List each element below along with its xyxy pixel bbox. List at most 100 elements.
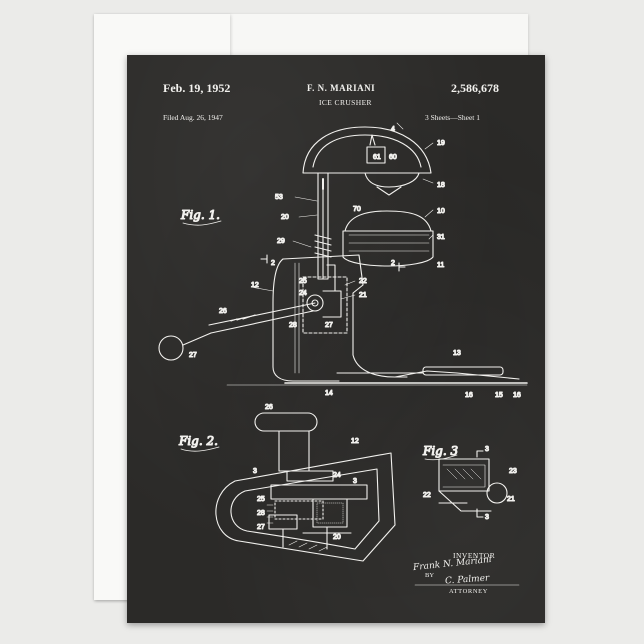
knob-cap (254, 412, 318, 432)
ref-12b: 12 (351, 438, 359, 445)
body-right (282, 254, 408, 378)
handle-arm-lower (210, 310, 314, 334)
ref-21: 21 (359, 292, 367, 299)
fig3-housing (438, 458, 490, 492)
body-left (272, 258, 340, 382)
ref-70: 70 (353, 206, 361, 213)
fig3-hatch (446, 468, 482, 480)
patent-title: ICE CRUSHER (319, 98, 372, 107)
figure-3 (438, 450, 508, 518)
figure-2 (215, 412, 396, 562)
hopper-hatch (348, 234, 430, 252)
internal-rods (282, 526, 352, 550)
inventor-name: F. N. MARIANI (307, 83, 376, 93)
ref-2a: 2 (271, 260, 275, 267)
spring-teeth (266, 504, 274, 524)
ref-27c: 27 (257, 524, 265, 531)
hopper-top (344, 210, 432, 232)
ref-16b: 16 (513, 392, 521, 399)
handle-neck (182, 332, 212, 346)
figure-1-underline (182, 220, 222, 226)
ref-60: 60 (389, 154, 397, 161)
ref-24: 24 (299, 290, 307, 297)
figure-1 (158, 122, 528, 386)
ref-28: 28 (289, 322, 297, 329)
sheet-count: 3 Sheets—Sheet 1 (425, 113, 480, 122)
ref-18: 18 (437, 182, 445, 189)
handle-ball (158, 335, 184, 361)
ref-26b: 26 (265, 404, 273, 411)
figure-3-label: Fig. 3 (422, 444, 458, 458)
dome-knob (369, 134, 376, 146)
handle-grip (230, 314, 256, 322)
gear-axle (311, 299, 319, 307)
ref-27b: 27 (189, 352, 197, 359)
gear-block (322, 290, 342, 318)
tray (422, 366, 504, 376)
base-hatch (288, 540, 328, 552)
ref-15: 15 (495, 392, 503, 399)
fig3-roller (486, 482, 508, 504)
ref-3c: 3 (485, 446, 489, 453)
figure-3-underline (424, 454, 458, 461)
ref-25b: 25 (257, 496, 265, 503)
handle-arm (208, 302, 316, 326)
ref-29: 29 (277, 238, 285, 245)
fig3-marker-top (476, 450, 484, 458)
ref-3d: 3 (485, 514, 489, 521)
figure-1-label: Fig. 1. (180, 208, 220, 222)
crusher-point (376, 186, 402, 196)
ref-22b: 22 (423, 492, 431, 499)
knob-shaft (278, 430, 310, 472)
ref-13: 13 (453, 350, 461, 357)
fig3-base (438, 490, 492, 512)
spring-coil (314, 234, 332, 258)
gear-wheel (306, 294, 324, 312)
top-plate (270, 484, 368, 500)
ref-21b: 21 (507, 496, 515, 503)
ref-31: 31 (437, 234, 445, 241)
figure-2-label: Fig. 2. (178, 434, 218, 448)
ref-61: 61 (373, 154, 381, 161)
dome-rim (364, 172, 420, 188)
patent-number: 2,586,678 (451, 81, 499, 95)
ref-11: 11 (437, 262, 444, 269)
wedge-inner (230, 468, 380, 550)
dome-hub (366, 146, 386, 164)
attorney-label: ATTORNEY (449, 588, 488, 595)
patent-card: Feb. 19, 1952 F. N. MARIANI 2,586,678 IC… (127, 55, 545, 623)
leader-lines-2 (250, 214, 356, 300)
patent-date: Feb. 19, 1952 (163, 81, 231, 95)
section-marker-left (260, 254, 268, 264)
crush-hatch (316, 502, 344, 524)
fig3-inner (442, 464, 486, 488)
ref-27: 27 (325, 322, 333, 329)
by-label: BY (425, 572, 435, 579)
leader-lines-1 (294, 122, 434, 240)
ref-16: 16 (465, 392, 473, 399)
dome-cap (302, 126, 432, 174)
ref-10: 10 (437, 208, 445, 215)
ref-19: 19 (437, 140, 445, 147)
patent-drawing: Fig. 1. 4 19 61 60 18 53 20 70 10 29 31 … (158, 122, 528, 586)
ref-25: 25 (299, 278, 307, 285)
ref-2b: 2 (391, 260, 395, 267)
crush-block (312, 498, 348, 528)
gear-box (274, 500, 324, 520)
ref-20b: 20 (333, 534, 341, 541)
ref-28b: 28 (257, 510, 265, 517)
wedge-housing (215, 452, 396, 562)
ref-26: 26 (219, 308, 227, 315)
drive-shaft (326, 264, 336, 292)
ref-53: 53 (275, 194, 283, 201)
ref-24b: 24 (333, 472, 341, 479)
ref-23: 23 (509, 468, 517, 475)
dome-inner (312, 134, 422, 168)
fig3-marker-bottom (476, 508, 484, 518)
ref-12: 12 (251, 282, 259, 289)
ref-3b: 3 (353, 478, 357, 485)
figure-2-underline (180, 446, 220, 452)
knob-collar (286, 470, 334, 482)
hopper-bowl (342, 230, 434, 267)
ref-22: 22 (359, 278, 367, 285)
